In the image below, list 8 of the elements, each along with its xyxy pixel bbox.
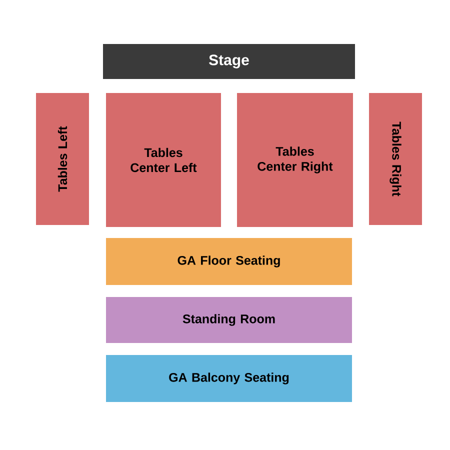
stage-block: Stage xyxy=(103,44,355,79)
seating-section: Tables Center Right xyxy=(237,93,353,227)
seating-section: GA Floor Seating xyxy=(106,238,352,285)
seating-section: GA Balcony Seating xyxy=(106,355,352,402)
seating-section: Standing Room xyxy=(106,297,352,343)
seating-section: Tables Center Left xyxy=(106,93,221,227)
seating-section: Tables Left xyxy=(36,93,89,225)
seating-section: Tables Right xyxy=(369,93,422,225)
